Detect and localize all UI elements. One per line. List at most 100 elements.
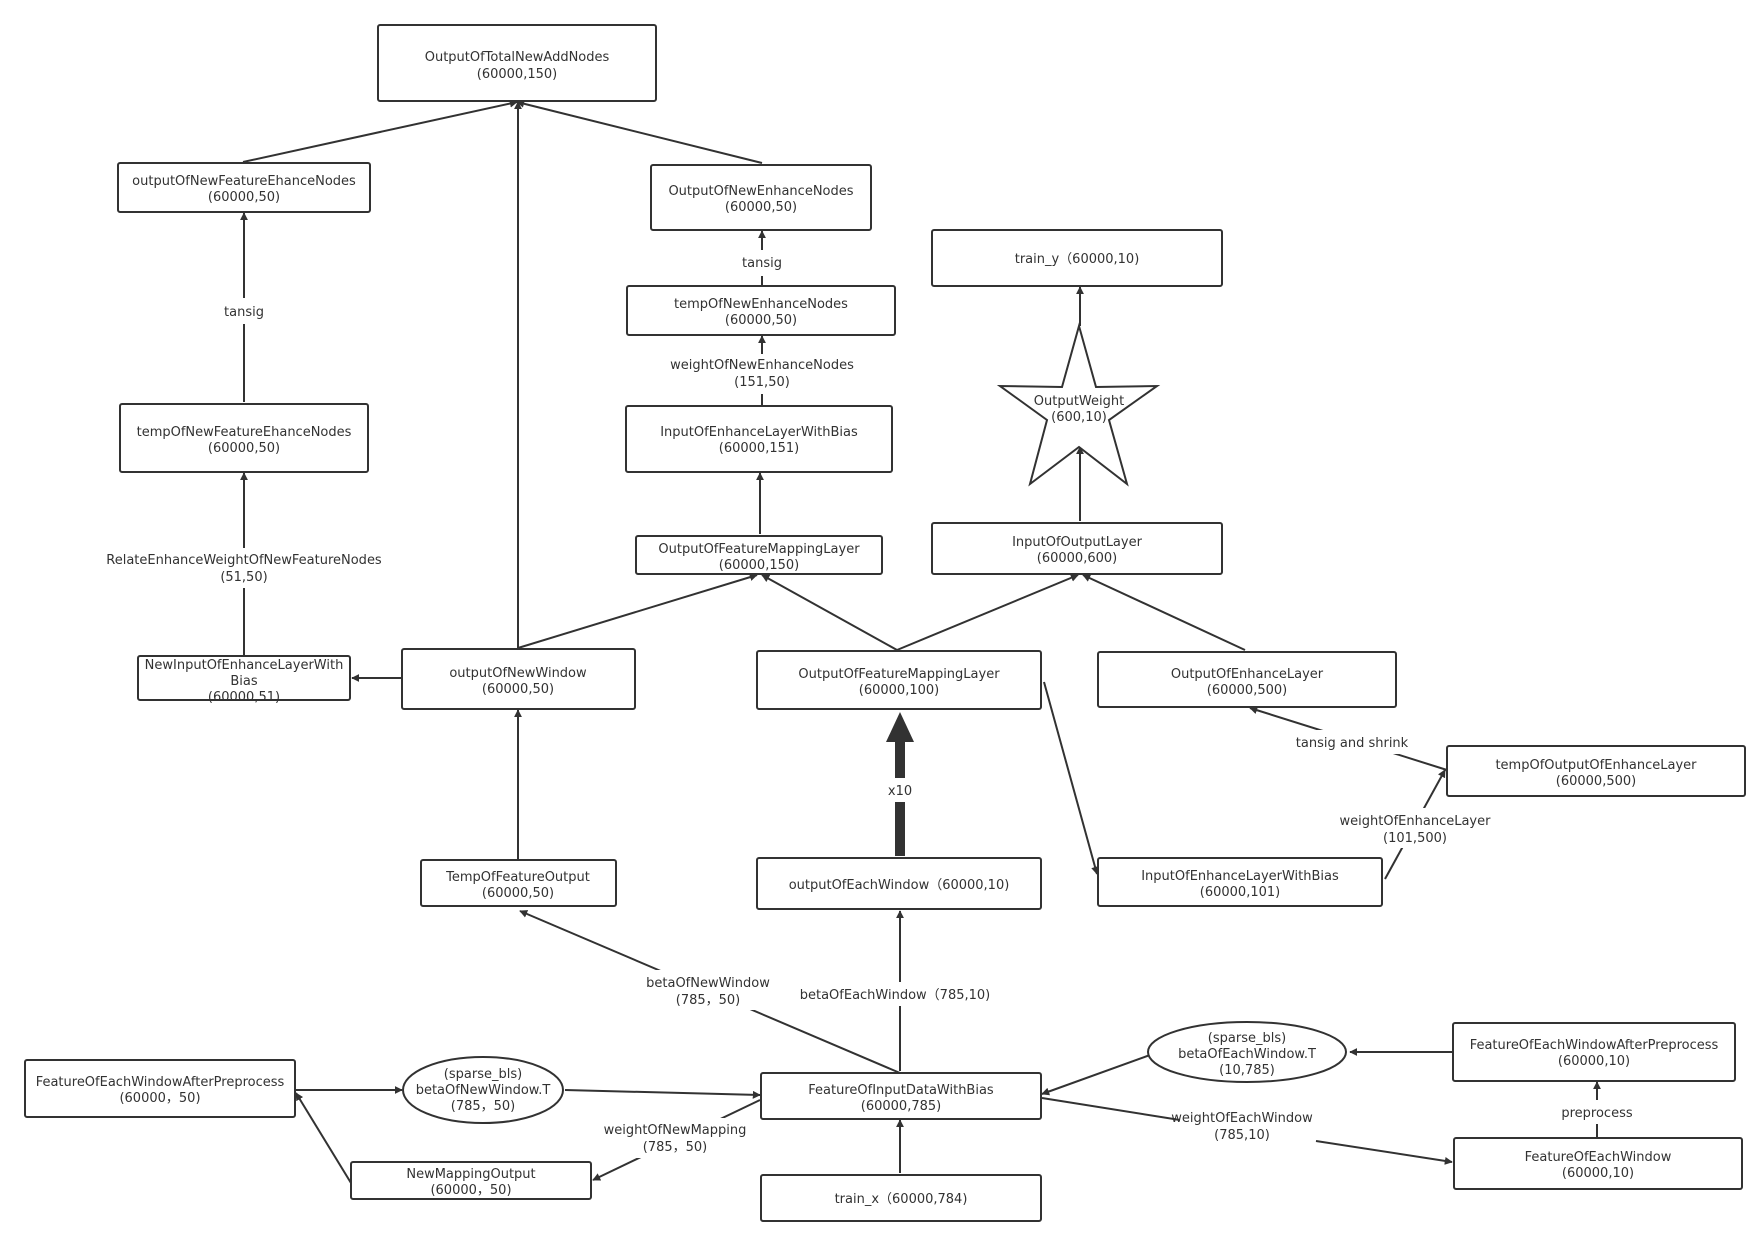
edge-label-tansig-left: tansig <box>224 305 264 320</box>
node-box <box>24 1059 296 1118</box>
node-feat-win-pre-left[interactable]: FeatureOfEachWindowAfterPreprocess (6000… <box>24 1059 296 1118</box>
node-out-feat-map-150[interactable]: OutputOfFeatureMappingLayer (60000,150) <box>635 535 883 575</box>
node-title: OutputWeight <box>1034 394 1124 409</box>
label-bg <box>884 778 916 802</box>
edge-label-weight-enh-layer: weightOfEnhanceLayer <box>1340 814 1492 829</box>
node-input-enh-bias-151[interactable]: InputOfEnhanceLayerWithBias (60000,151) <box>625 405 893 473</box>
node-box <box>1097 857 1383 907</box>
label-bg <box>1554 1100 1640 1124</box>
node-title: OutputOfFeatureMappingLayer <box>798 667 1000 682</box>
node-title: InputOfOutputLayer <box>1012 535 1143 550</box>
node-title: TempOfFeatureOutput <box>445 870 590 885</box>
node-out-feat-map-100[interactable]: OutputOfFeatureMappingLayer (60000,100) <box>756 650 1042 710</box>
edge-label-weight-each-window: weightOfEachWindow <box>1171 1111 1313 1126</box>
node-title: train_y（60000,10) <box>1015 252 1140 267</box>
node-title: (sparse_bls) <box>444 1067 522 1082</box>
node-output-weight[interactable]: OutputWeight (600,10) <box>996 322 1161 487</box>
edge-feat-map-100-to-feat-map-150 <box>761 574 898 651</box>
edge-label-weight-new-enh: weightOfNewEnhanceNodes <box>670 358 854 373</box>
node-title: OutputOfTotalNewAddNodes <box>425 50 610 65</box>
node-dims: (600,10) <box>1051 410 1107 425</box>
node-dims: (60000,150) <box>477 67 557 82</box>
node-box <box>760 1072 1042 1120</box>
node-input-data-bias[interactable]: FeatureOfInputDataWithBias (60000,785) <box>760 1072 1042 1120</box>
node-dims: (60000,100) <box>859 683 939 698</box>
node-input-enh-bias-101[interactable]: InputOfEnhanceLayerWithBias (60000,101) <box>1097 857 1383 907</box>
node-temp-new-enh[interactable]: tempOfNewEnhanceNodes (60000,50) <box>626 285 896 336</box>
node-title: tempOfOutputOfEnhanceLayer <box>1495 758 1697 773</box>
edge-thick-x10-head <box>886 712 914 742</box>
node-feat-each-window[interactable]: FeatureOfEachWindow (60000,10) <box>1453 1137 1743 1190</box>
node-title: tempOfNewFeatureEhanceNodes <box>137 425 352 440</box>
node-box <box>1097 651 1397 708</box>
node-out-each-window[interactable]: outputOfEachWindow（60000,10) <box>756 857 1042 910</box>
edge-label-x10: x10 <box>888 784 912 799</box>
edge-label-weight-new-mapping: weightOfNewMapping <box>604 1123 747 1138</box>
node-box <box>756 650 1042 710</box>
node-box <box>420 859 617 907</box>
node-total-new-add[interactable]: OutputOfTotalNewAddNodes (60000,150) <box>377 24 657 102</box>
node-box <box>117 162 371 213</box>
edge-label-tansig-mid: tansig <box>742 256 782 271</box>
edge-new-mapping-to-feat-win-pre-left <box>295 1092 352 1184</box>
node-out-new-feat-enh[interactable]: outputOfNewFeatureEhanceNodes (60000,50) <box>117 162 371 213</box>
node-dims: (60000,150) <box>719 558 799 573</box>
node-title: InputOfEnhanceLayerWithBias <box>1141 869 1339 884</box>
node-box <box>931 229 1223 287</box>
node-box <box>377 24 657 102</box>
node-box <box>401 648 636 710</box>
edge-labels: tansig tansig weightOfNewEnhanceNodes (1… <box>106 250 1640 1158</box>
edge-feat-map-100-to-input-output <box>896 574 1079 651</box>
edge-label-relate-enh-dims: (51,50) <box>220 570 267 585</box>
edge-feat-map-100-to-input-101 <box>1043 681 1099 875</box>
node-box <box>626 285 896 336</box>
label-bg <box>666 354 856 394</box>
node-dims: (60000,500) <box>1207 683 1287 698</box>
node-out-new-window[interactable]: outputOfNewWindow (60000,50) <box>401 648 636 710</box>
label-bg <box>106 548 382 588</box>
node-box <box>137 655 351 701</box>
node-title: (sparse_bls) <box>1208 1031 1286 1046</box>
edge-label-weight-enh-layer-dims: (101,500) <box>1383 831 1447 846</box>
node-sparse-left[interactable]: (sparse_bls) betaOfNewWindow.T (785，50) <box>402 1056 564 1124</box>
node-title: FeatureOfEachWindowAfterPreprocess <box>36 1075 285 1090</box>
label-bg <box>600 1118 750 1158</box>
edge-input-data-to-feat-each-window-a <box>1041 1097 1181 1121</box>
edge-out-enh-to-input-output <box>1082 574 1246 651</box>
edge-new-window-to-feat-map-150 <box>517 573 758 649</box>
node-out-new-enh[interactable]: OutputOfNewEnhanceNodes (60000,50) <box>650 164 872 231</box>
node-feat-win-pre-right[interactable]: FeatureOfEachWindowAfterPreprocess (6000… <box>1452 1022 1736 1082</box>
node-box <box>1453 1137 1743 1190</box>
node-temp-out-enh-layer[interactable]: tempOfOutputOfEnhanceLayer (60000,500) <box>1446 745 1746 797</box>
edges <box>240 99 1601 1184</box>
node-out-enh-layer[interactable]: OutputOfEnhanceLayer (60000,500) <box>1097 651 1397 708</box>
node-title: outputOfEachWindow（60000,10) <box>789 878 1010 893</box>
node-dims: (10,785) <box>1219 1063 1275 1078</box>
node-box <box>650 164 872 231</box>
node-dims: (60000,50) <box>482 682 554 697</box>
node-title: train_x（60000,784) <box>835 1192 968 1207</box>
node-box <box>760 1174 1042 1222</box>
node-train-x[interactable]: train_x（60000,784) <box>760 1174 1042 1222</box>
node-box <box>1446 745 1746 797</box>
label-bg <box>1290 730 1414 754</box>
node-title-2: betaOfEachWindow.T <box>1178 1047 1316 1062</box>
edge-input-data-to-feat-each-window-b <box>1315 1140 1453 1165</box>
node-dims: (60000，50) <box>119 1091 200 1106</box>
ellipse-shape <box>1147 1021 1347 1083</box>
node-title: FeatureOfInputDataWithBias <box>808 1083 994 1098</box>
node-dims: (60000,785) <box>861 1099 941 1114</box>
node-dims: (785，50) <box>451 1099 516 1114</box>
node-sparse-right[interactable]: (sparse_bls) betaOfEachWindow.T (10,785) <box>1147 1021 1347 1083</box>
node-dims: (60000,10) <box>1562 1166 1634 1181</box>
node-dims: (60000,50) <box>482 886 554 901</box>
edge-label-weight-new-enh-dims: (151,50) <box>734 375 790 390</box>
node-temp-feat-out[interactable]: TempOfFeatureOutput (60000,50) <box>420 859 617 907</box>
node-train-y[interactable]: train_y（60000,10) <box>931 229 1223 287</box>
node-input-output-layer[interactable]: InputOfOutputLayer (60000,600) <box>931 522 1223 575</box>
node-new-mapping-out[interactable]: NewMappingOutput (60000，50) <box>350 1161 592 1200</box>
node-temp-new-feat-enh[interactable]: tempOfNewFeatureEhanceNodes (60000,50) <box>119 403 369 473</box>
edge-label-weight-new-mapping-dims: (785，50) <box>643 1140 708 1155</box>
node-title: OutputOfNewEnhanceNodes <box>668 184 853 199</box>
node-new-input-enh-bias[interactable]: NewInputOfEnhanceLayerWith Bias (60000,5… <box>137 655 351 705</box>
